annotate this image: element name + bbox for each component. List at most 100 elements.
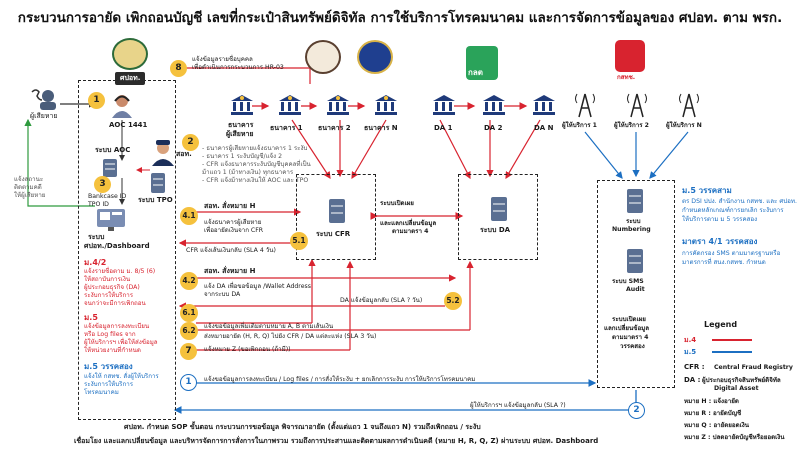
bank-n-icon: [375, 95, 397, 115]
right-exchange-line: วรรคสอง: [620, 343, 645, 350]
ktt-label: กสทช.: [617, 74, 636, 81]
victim-bank-label: ผู้เสียหาย: [226, 130, 254, 138]
step-5-1-line: CFR แจ้งเส้นเงินกลับ (SLA 4 วัน): [186, 247, 276, 254]
cfr-box: [296, 174, 376, 260]
step-4-1-line: เพื่ออายัดเงินจาก CFR: [204, 227, 264, 234]
step-1-blue-badge: 1: [180, 374, 197, 391]
cfr-exchange-line: ระบบเปิดเผย: [380, 200, 414, 207]
m5b-title: ม.5 วรรคสอง: [84, 362, 133, 371]
step-7-badge: 7: [180, 343, 197, 360]
bankcase-label: Bankcase ID: [88, 193, 127, 200]
bank-n-label: ธนาคาร N: [364, 124, 398, 132]
da-n-icon: [533, 95, 555, 115]
spoth-tag: ศปอท.: [115, 72, 146, 85]
telco-1-tower-icon: [575, 93, 595, 118]
telco-1-label: ผู้ให้บริการ 1: [562, 122, 597, 129]
step-5-1-badge: 5.1: [290, 232, 308, 250]
step-6-1-badge: 6.1: [180, 304, 198, 322]
cfr-system-label: ระบบ CFR: [316, 230, 351, 238]
da-n-label: DA N: [534, 124, 554, 132]
bank-note-line: - CFR แจ้งธนาคารระงับบัญชีบุคคลที่เป็น: [202, 161, 311, 168]
step-4-1-line: แจ้งธนาคารผู้เสียหาย: [204, 219, 262, 226]
cfr-exchange-line: ตามมาตรา 4: [392, 228, 429, 235]
m5b-line: ระงับการให้บริการ: [84, 381, 134, 388]
aoc-server-icon: [103, 159, 117, 177]
telco-2-label: ผู้ให้บริการ 2: [614, 122, 649, 129]
step-4-2-title: สอท. สั่งหมาย H: [204, 267, 256, 275]
legend-m4: ม.4: [684, 336, 697, 344]
step-6-2-badge: 6.2: [180, 322, 198, 340]
tpo-id-label: TPO ID: [88, 201, 109, 208]
m42-line: จนกว่าจะมีการเพิกถอน: [84, 300, 146, 307]
spoth-logo: [112, 38, 148, 70]
step-4-2-badge: 4.2: [180, 272, 198, 290]
police-officer-icon: [152, 140, 174, 166]
status-note-line: แจ้งสถานะ: [14, 176, 44, 183]
m5b-line: โทรคมนาคม: [84, 389, 119, 396]
step-2-blue-line: ผู้ให้บริการฯ แจ้งข้อมูลกลับ (SLA ?): [470, 402, 566, 409]
dashboard-label: ศปอท./Dashboard: [84, 242, 150, 250]
step-3-badge: 3: [94, 176, 111, 193]
legend-cfr-val: Central Fraud Registry: [714, 364, 793, 371]
victim-label: ผู้เสียหาย: [30, 112, 58, 120]
legend-z: หมาย Z : ปลดอายัดบัญชีหรือยอดเงิน: [684, 434, 785, 441]
m5-line: ให้หน่วยงานที่กำหนด: [84, 347, 141, 354]
legend-da-key: DA :: [684, 376, 701, 384]
legend-da-val: Digital Asset: [714, 385, 759, 392]
m42-line: แจ้งรายชื่อตาม ม. 8/5 (6): [84, 268, 156, 275]
da-system-label: ระบบ DA: [480, 226, 511, 234]
bank-1-label: ธนาคาร 1: [270, 124, 303, 132]
cfr-server-icon: [329, 199, 345, 223]
da-1-icon: [433, 95, 455, 115]
step-4-1-title: สอท. สั่งหมาย H: [204, 202, 256, 210]
m42-line: ผู้ประกอบธุรกิจ (DA): [84, 284, 140, 291]
step-2-blue-badge: 2: [628, 402, 645, 419]
numbering-label: ระบบ: [626, 218, 641, 225]
step-5-2-line: DA แจ้งข้อมูลกลับ (SLA ? วัน): [340, 297, 423, 304]
telco-box: [597, 180, 675, 388]
victim-phone-icon: [31, 89, 56, 110]
legend-title: Legend: [704, 320, 738, 329]
da-2-label: DA 2: [484, 124, 503, 132]
klot-label: กลต: [468, 68, 483, 77]
m5-title: ม.5: [84, 313, 98, 322]
numbering-label: Numbering: [612, 226, 651, 233]
tpo-server-icon: [151, 173, 165, 193]
cfr-exchange-line: และแลกเปลี่ยนข้อมูล: [380, 220, 437, 227]
telco-n-label: ผู้ให้บริการ N: [666, 122, 702, 129]
step-5-2-badge: 5.2: [444, 292, 462, 310]
dashboard-system-label: ระบบ: [88, 233, 105, 241]
step-8-badge: 8: [170, 60, 187, 77]
sms-audit-label: ระบบ SMS: [612, 278, 644, 285]
m5-line: ผู้ให้บริการฯ เพื่อให้ส่งข้อมูล: [84, 339, 158, 346]
step-4-2-line: จากระบบ DA: [204, 291, 241, 298]
footer-line: เชื่อมโยง และแลกเปลี่ยนข้อมูล และบริหารจ…: [74, 437, 599, 445]
step-2-badge: 2: [182, 134, 199, 151]
bank-1-icon: [279, 95, 301, 115]
right-exchange-line: ตามมาตรา 4: [612, 334, 649, 341]
m5c-line: กำหนดหลักเกณฑ์การยกเลิก ระงับการ: [682, 207, 784, 214]
dashboard-screen-icon: [97, 209, 125, 231]
da-2-icon: [483, 95, 505, 115]
numbering-server-icon: [627, 189, 643, 213]
sms-audit-server-icon: [627, 249, 643, 273]
tpo-system-label: ระบบ TPO: [138, 196, 173, 204]
m5-line: หรือ Log files จาก: [84, 331, 136, 338]
m42-line: ให้สถาบันการเงิน: [84, 276, 131, 283]
m41-line: การคัดกรอง SMS ตามมาตรฐานหรือ: [682, 250, 781, 257]
legend-m5: ม.5: [684, 348, 697, 356]
aoc-label: AOC 1441: [109, 121, 148, 129]
step-1-blue-line: แจ้งขอข้อมูลการลงทะเบียน / Log files / ก…: [204, 376, 476, 383]
m5c-line: ตร DSI ปปง. สำนักงาน กสทช. และ ศปอท.: [682, 198, 797, 205]
police-logo: [305, 40, 341, 74]
step-8-line: เพื่อดำเนินการกระบวนการ HR-03: [192, 64, 284, 71]
status-note-line: ให้ผู้เสียหาย: [14, 192, 46, 199]
cyber-logo: [357, 40, 393, 74]
bank-2-label: ธนาคาร 2: [318, 124, 351, 132]
da-server-icon: [491, 197, 507, 221]
legend-cfr-key: CFR :: [684, 363, 705, 371]
step-6-2-line: แจ้งขอข้อมูลเพิ่มเติมตามหมาย A, B ตามเส้…: [204, 323, 334, 330]
operator-icon: [112, 95, 132, 118]
page-title: กระบวนการอายัด เพิกถอนบัญชี เลขที่กระเป๋…: [17, 10, 783, 26]
